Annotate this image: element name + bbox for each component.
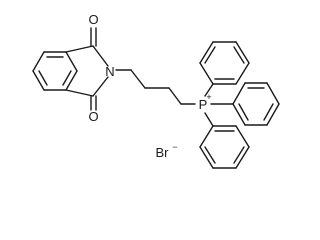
nitrogen-label: N <box>105 64 114 79</box>
carbonyl-bonds <box>90 27 97 111</box>
phenyl-ring-right <box>232 82 280 126</box>
butyl-chain <box>115 69 196 105</box>
imide-ring <box>65 45 109 97</box>
benzene-ring-phthalimide <box>32 51 78 91</box>
phenyl-ring-top <box>199 41 250 85</box>
phosphorus-charge-label: + <box>206 92 211 102</box>
atom-labels: O O N P + Br − <box>88 12 211 160</box>
chemical-structure: O O N P + Br − <box>32 12 280 169</box>
bromide-label: Br <box>156 145 170 160</box>
bromide-charge-label: − <box>172 142 177 152</box>
oxygen-top-label: O <box>88 12 98 27</box>
oxygen-bottom-label: O <box>88 109 98 124</box>
phenyl-ring-bottom <box>199 125 250 169</box>
phosphorus-label: P <box>199 97 208 112</box>
phosphorus-phenyl-bonds <box>204 83 234 127</box>
